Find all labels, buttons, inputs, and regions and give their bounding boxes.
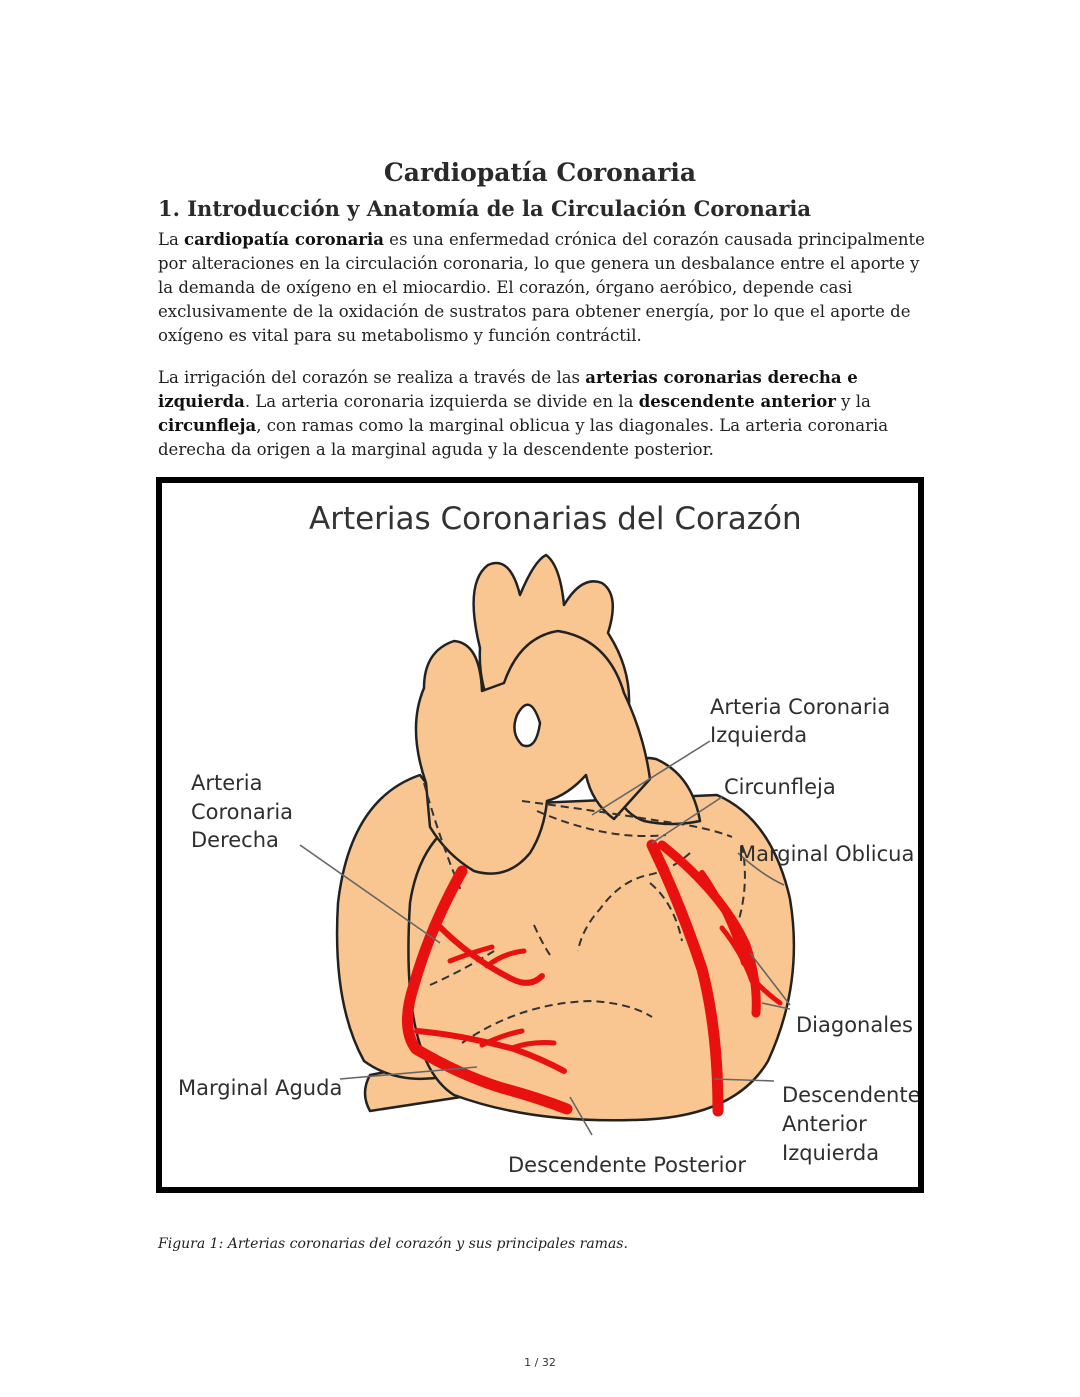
- label-descendente-posterior: Descendente Posterior: [508, 1153, 746, 1177]
- leader-line: [299, 844, 441, 944]
- diagonal-branch: [719, 925, 755, 984]
- label-acd-line3: Derecha: [191, 828, 279, 852]
- acute-marginal-branch: [484, 948, 527, 969]
- dashed-vessel: [461, 999, 653, 1044]
- leader-line: [713, 1078, 775, 1082]
- leader-lines: [299, 740, 791, 1136]
- leader-line: [761, 1002, 791, 1010]
- posterior-descending-branch: [479, 1028, 525, 1048]
- left-anterior-descending-artery: [646, 839, 724, 1117]
- coronary-arteries: [401, 839, 783, 1117]
- oblique-marginal-branch: [657, 840, 761, 1018]
- leader-line: [569, 1096, 593, 1136]
- label-dai-line1: Descendente: [782, 1083, 918, 1107]
- dashed-vessel: [536, 810, 667, 837]
- label-circunfleja: Circunfleja: [724, 775, 836, 799]
- label-dai-line3: Izquierda: [782, 1141, 879, 1165]
- aortic-arch: [414, 629, 652, 875]
- dashed-vessel: [577, 852, 691, 952]
- page-number: 1 / 32: [524, 1356, 556, 1369]
- figure-title: Arterias Coronarias del Corazón: [309, 501, 802, 537]
- aortic-opening: [513, 703, 542, 748]
- dashed-vessel: [521, 800, 733, 838]
- label-dai-line2: Anterior: [782, 1112, 867, 1136]
- label-marginal-oblicua: Marginal Oblicua: [738, 842, 914, 866]
- irrigation-paragraph: La irrigación del corazón se realiza a t…: [158, 366, 928, 462]
- dashed-vessel: [735, 844, 746, 930]
- label-acd-line2: Coronaria: [191, 800, 293, 824]
- dashed-vessel: [429, 950, 495, 986]
- leader-line: [737, 852, 785, 886]
- bold-term: arterias coronarias derecha e izquierda: [158, 368, 858, 411]
- label-diagonales: Diagonales: [796, 1013, 913, 1037]
- label-aci-line2: Izquierda: [710, 723, 807, 747]
- dashed-vessel: [533, 924, 551, 956]
- label-acd-line1: Arteria: [191, 771, 263, 795]
- text-run: La: [158, 230, 185, 249]
- heart-illustration: Arterias Coronarias del Corazón: [178, 501, 918, 1177]
- acute-marginal-branch: [447, 944, 495, 964]
- bold-term: descendente anterior: [638, 392, 836, 411]
- figure-caption: Figura 1: Arterias coronarias del corazó…: [158, 1236, 628, 1252]
- leader-line: [749, 952, 791, 1006]
- acute-marginal-branch: [437, 924, 545, 986]
- leader-line: [339, 1066, 478, 1080]
- text-run: . La arteria coronaria izquierda se divi…: [244, 392, 639, 411]
- section-heading: 1. Introducción y Anatomía de la Circula…: [158, 196, 811, 221]
- bold-term: circunfleja: [158, 416, 257, 435]
- leader-line: [591, 740, 711, 816]
- leader-line: [651, 796, 723, 844]
- label-aci-line1: Arteria Coronaria: [710, 695, 890, 719]
- text-run: y la: [835, 392, 871, 411]
- label-marginal-aguda: Marginal Aguda: [178, 1076, 342, 1100]
- dashed-vessel: [649, 882, 683, 942]
- document-title: Cardiopatía Coronaria: [383, 158, 697, 187]
- coronary-arteries-figure: Arterias Coronarias del Corazón: [156, 477, 924, 1193]
- bold-term: cardiopatía coronaria: [184, 230, 384, 249]
- intro-paragraph: La cardiopatía coronaria es una enfermed…: [158, 228, 928, 348]
- text-run: es una enfermedad crónica del corazón ca…: [158, 230, 925, 345]
- right-coronary-artery: [401, 865, 573, 1115]
- text-run: La irrigación del corazón se realiza a t…: [158, 368, 586, 387]
- figure-labels: Arteria Coronaria Izquierda Circunfleja …: [178, 695, 918, 1177]
- posterior-descending-branch: [509, 1040, 557, 1051]
- text-run: , con ramas como la marginal oblicua y l…: [158, 416, 889, 459]
